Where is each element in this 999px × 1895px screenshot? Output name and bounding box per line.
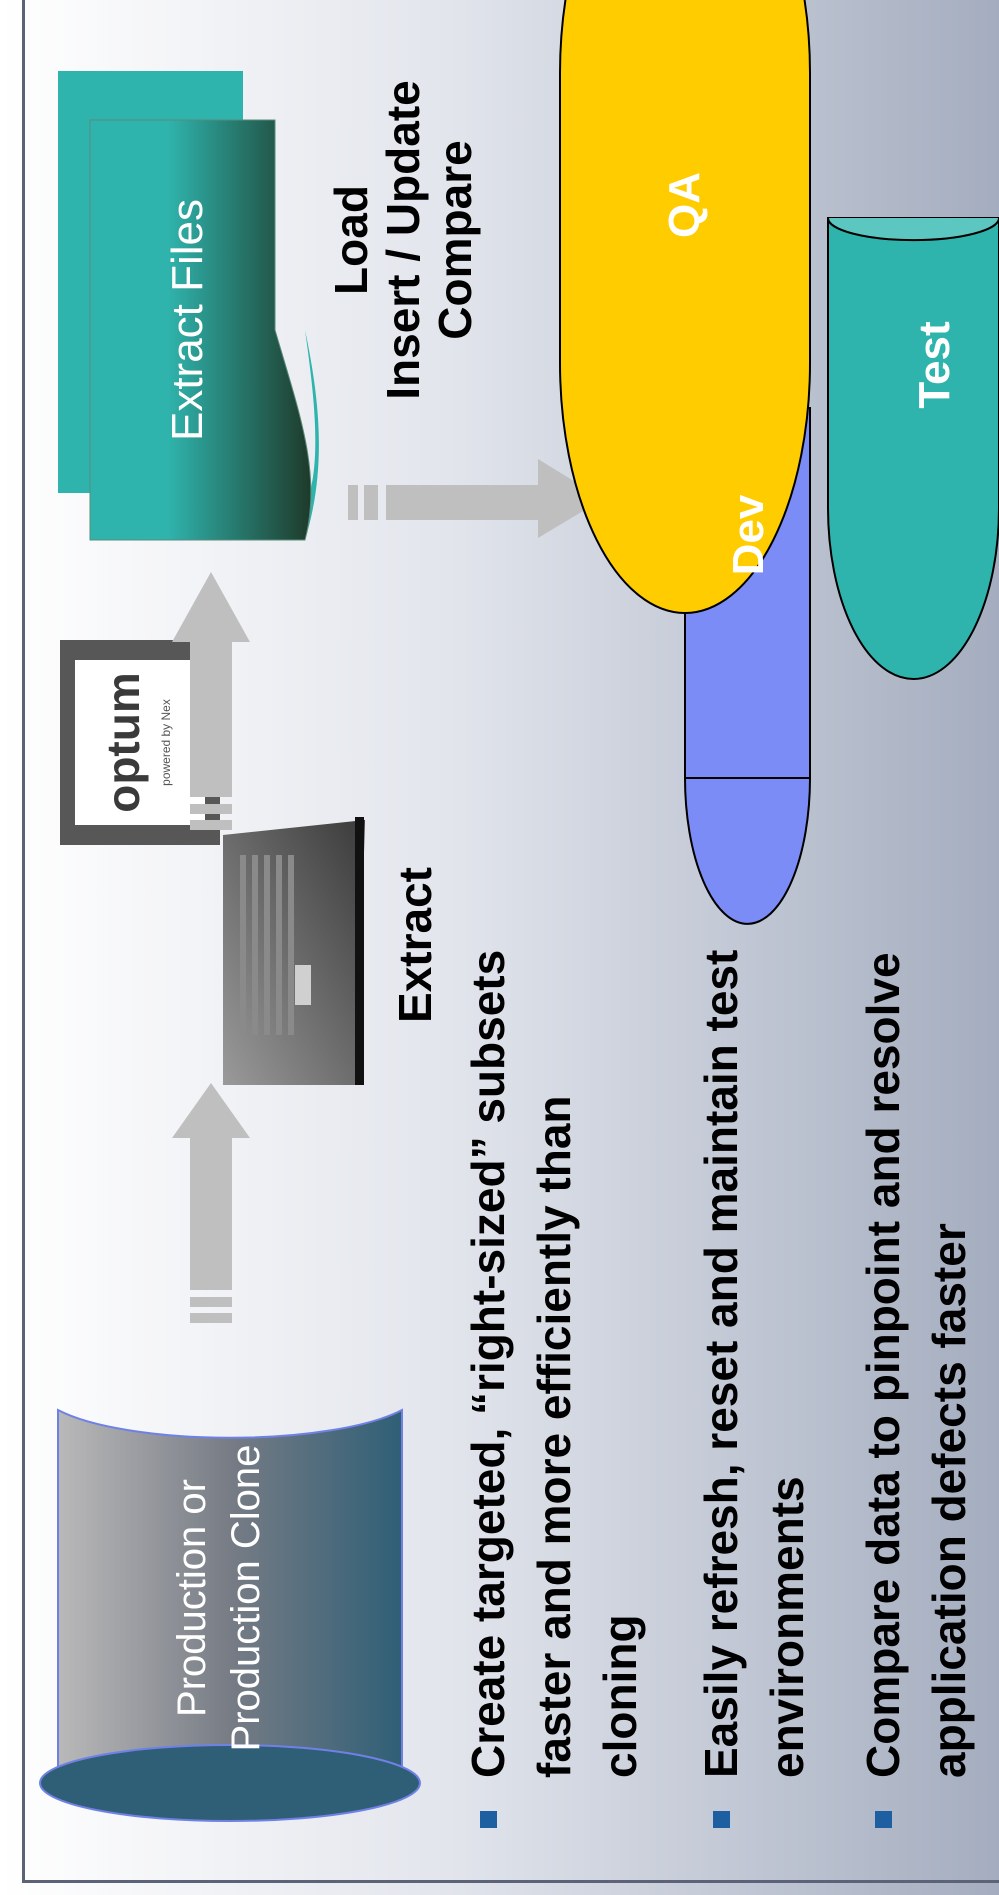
extract-files-label: Extract Files [163, 198, 212, 442]
extract-files-document [58, 71, 319, 541]
bullet-list: Create targeted, “right-sized” subsets f… [455, 700, 982, 1850]
bottom-rule [22, 1880, 999, 1883]
qa-label: QA [660, 172, 709, 238]
bullet-item: Create targeted, “right-sized” subsets f… [455, 700, 653, 1850]
arrow-production-to-laptop [172, 1083, 250, 1323]
arrow-laptop-to-extract [172, 572, 250, 830]
load-labels: Load Insert / Update Compare [325, 40, 481, 440]
extract-label: Extract [389, 867, 441, 1023]
load-label: Load [325, 185, 377, 295]
bullet-item: Compare data to pinpoint and resolve app… [850, 700, 982, 1850]
bullet-square-icon [875, 1811, 892, 1828]
dev-label: Dev [724, 494, 773, 576]
bullet-square-icon [713, 1811, 730, 1828]
bullet-line: faster and more efficiently than [528, 1095, 580, 1779]
arrow-extract-to-targets [348, 459, 603, 538]
bullet-line: Compare data to pinpoint and resolve [857, 952, 909, 1778]
optum-logo-text: optum [97, 672, 149, 813]
bullet-line: Easily refresh, reset and maintain test [695, 949, 747, 1778]
insert-update-label: Insert / Update [377, 80, 429, 400]
production-label: Production or Production Clone [165, 1433, 273, 1763]
optum-logo-subtext: powered by Nex [159, 699, 173, 786]
production-label-line1: Production or [170, 1479, 214, 1717]
laptop-icon [60, 640, 365, 1085]
qa-database [559, 0, 811, 614]
production-database [39, 1408, 421, 1822]
test-database [827, 217, 999, 680]
compare-label: Compare [429, 140, 481, 340]
production-label-line2: Production Clone [224, 1444, 268, 1752]
test-label: Test [910, 321, 959, 409]
bullet-line: cloning [594, 1614, 646, 1778]
optum-logo: optum powered by Nex [80, 660, 205, 825]
left-rule [22, 0, 25, 1883]
bullet-square-icon [480, 1811, 497, 1828]
bullet-item: Easily refresh, reset and maintain test … [688, 700, 820, 1850]
bullet-line: application defects faster [923, 1223, 975, 1778]
bullet-line: Create targeted, “right-sized” subsets [462, 949, 514, 1778]
bullet-line: environments [761, 1476, 813, 1778]
